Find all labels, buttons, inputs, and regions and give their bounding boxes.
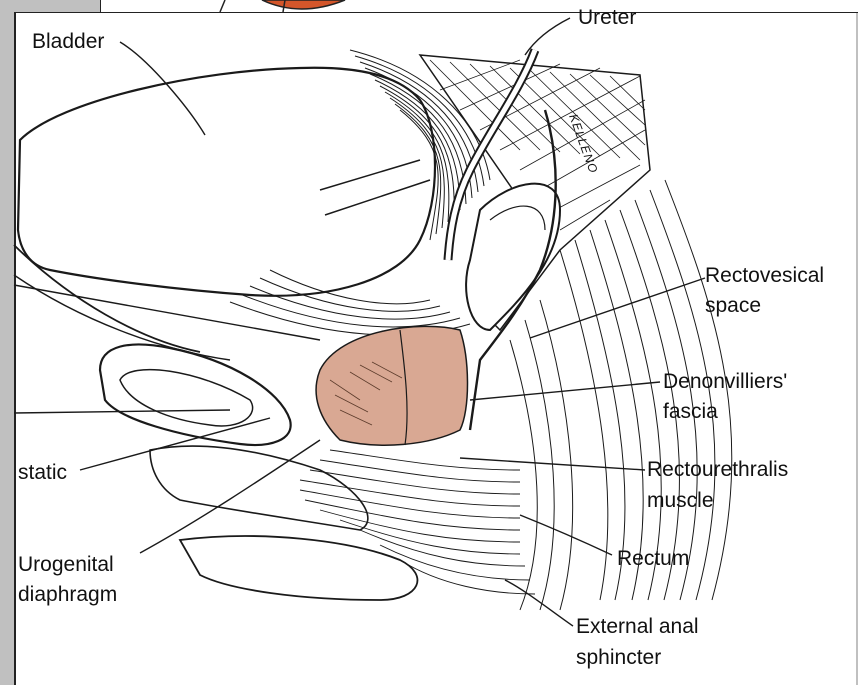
leader-rectovesical — [530, 278, 705, 338]
label-rectourethralis-line1: Rectourethralis — [647, 457, 788, 483]
label-rectovesical-line2: space — [705, 293, 761, 319]
label-bladder: Bladder — [32, 29, 104, 55]
label-rectourethralis-line2: muscle — [647, 488, 714, 514]
leader-external — [505, 580, 573, 626]
label-external-line1: External anal — [576, 614, 699, 640]
label-rectovesical-line1: Rectovesical — [705, 263, 824, 289]
label-urogenital-line2: diaphragm — [18, 582, 117, 608]
orange-fragment — [262, 0, 345, 9]
label-denonvilliers-line1: Denonvilliers' — [663, 369, 787, 395]
urogenital-region — [150, 446, 368, 530]
label-denonvilliers-line2: fascia — [663, 399, 718, 425]
bladder-shape — [18, 68, 435, 296]
leader-denonvilliers — [470, 382, 660, 400]
leader-rectum — [520, 515, 612, 555]
label-ureter: Ureter — [578, 5, 636, 31]
label-urogenital-line1: Urogenital — [18, 552, 114, 578]
label-prostatic: static — [18, 460, 67, 486]
label-external-line2: sphincter — [576, 645, 661, 671]
pubic-bone — [100, 344, 291, 445]
label-rectum: Rectum — [617, 546, 689, 572]
